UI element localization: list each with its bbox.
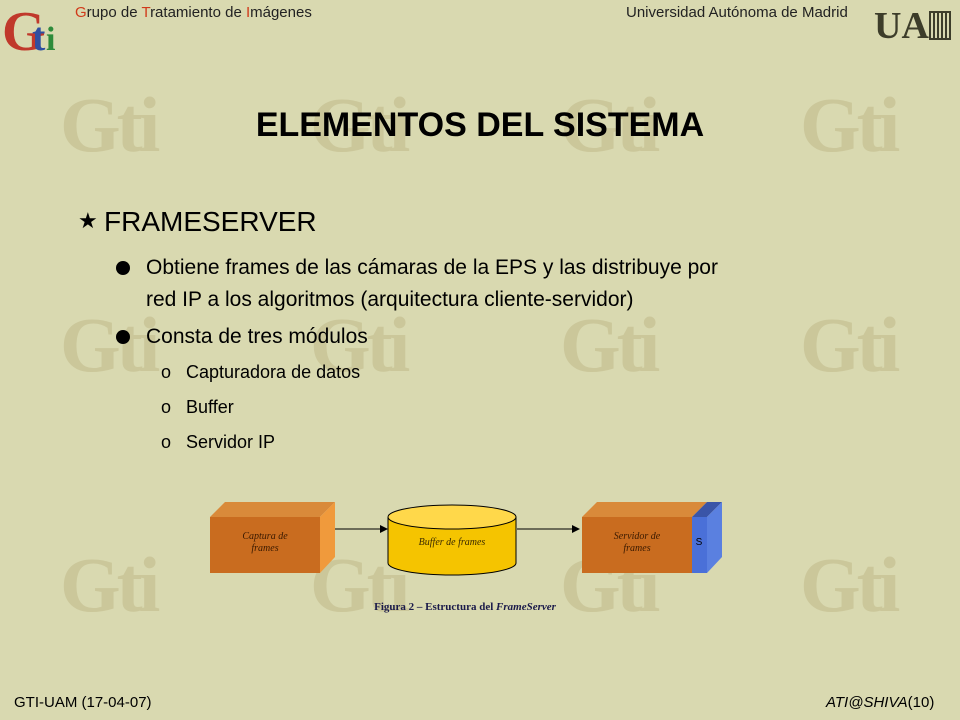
capture-module-label: Captura de <box>242 531 288 542</box>
bullet-text: Consta de tres módulos <box>146 325 368 348</box>
buffer-label: Buffer de frames <box>419 537 486 548</box>
star-icon: ★ <box>78 208 98 233</box>
figure-caption: Figura 2 – Estructura del FrameServer <box>374 601 556 613</box>
footer-date: GTI-UAM (17-04-07) <box>14 694 152 711</box>
capture-module-label-2: frames <box>251 543 278 554</box>
buffer-cylinder <box>387 504 517 576</box>
server-module-box <box>582 502 707 573</box>
server-module-label: Servidor de <box>614 531 661 542</box>
frameserver-diagram: Captura de frames Buffer de frames Servi… <box>210 502 722 576</box>
bullet-text: Obtiene frames de las cámaras de la EPS … <box>146 256 718 279</box>
socket-block <box>692 502 722 573</box>
section-heading: ★FRAMESERVER <box>78 206 317 238</box>
header-org-name: Grupo de Tratamiento de Imágenes <box>75 4 312 21</box>
bullet-dot-icon <box>116 330 130 344</box>
uam-logo: UA <box>874 5 951 44</box>
bullet-dot-icon <box>116 261 130 275</box>
svg-text:i: i <box>46 21 55 58</box>
footer-page: ATI@SHIVA(10) <box>826 694 935 711</box>
svg-text:UA: UA <box>874 5 929 44</box>
section-label: FRAMESERVER <box>104 206 317 237</box>
bullet-text-continued: red IP a los algoritmos (arquitectura cl… <box>146 288 634 311</box>
slide-title: ELEMENTOS DEL SISTEMA <box>255 106 705 144</box>
svg-text:G: G <box>2 2 46 58</box>
socket-label: S <box>696 537 703 548</box>
gti-logo: G t i <box>2 2 55 58</box>
server-module-label-2: frames <box>623 543 650 554</box>
header-university: Universidad Autónoma de Madrid <box>626 4 848 21</box>
capture-module-box <box>210 502 335 573</box>
svg-text:t: t <box>32 14 46 58</box>
